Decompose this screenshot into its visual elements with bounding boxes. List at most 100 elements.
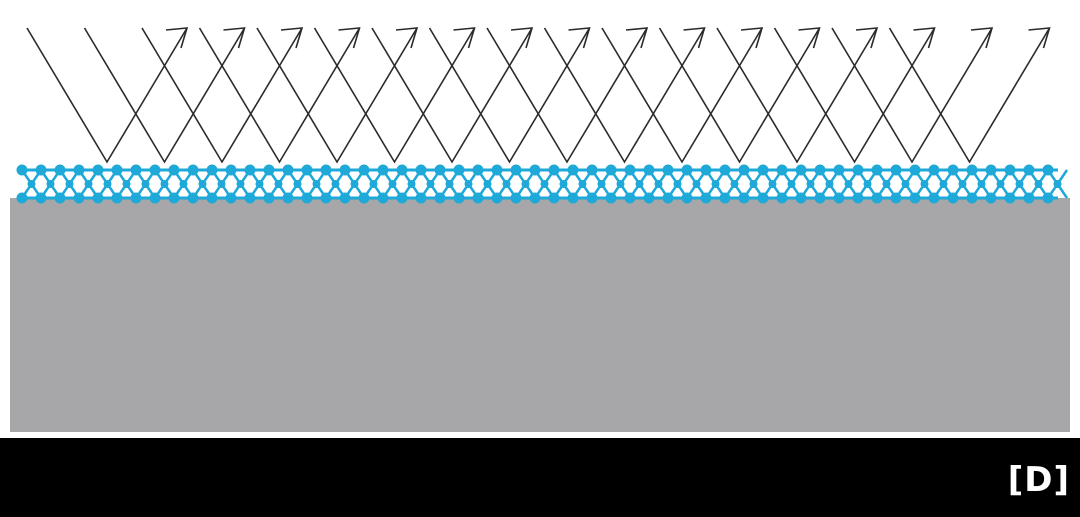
film-atom <box>624 164 636 176</box>
film-atom <box>160 180 169 188</box>
film-atom <box>890 164 902 176</box>
film-atom <box>73 192 85 204</box>
film-atom <box>559 180 568 188</box>
film-atom <box>662 164 674 176</box>
film-atom <box>635 180 644 188</box>
film-atom <box>776 192 788 204</box>
film-atom <box>92 192 104 204</box>
film-atom <box>700 192 712 204</box>
film-atom <box>111 192 123 204</box>
film-atom <box>369 180 378 188</box>
film-atom <box>548 164 560 176</box>
film-atom <box>130 164 142 176</box>
film-atom <box>757 164 769 176</box>
film-atom <box>282 164 294 176</box>
film-atom <box>586 192 598 204</box>
film-atom <box>654 180 663 188</box>
ray-arrowhead-icon <box>568 27 591 49</box>
film-atom <box>103 180 112 188</box>
film-atom <box>768 180 777 188</box>
film-atom <box>483 180 492 188</box>
film-atom <box>149 164 161 176</box>
film-atom <box>749 180 758 188</box>
film-atom <box>521 180 530 188</box>
ray-path <box>141 27 303 164</box>
film-atom <box>415 192 427 204</box>
film-atom <box>225 164 237 176</box>
film-atom <box>605 192 617 204</box>
film-atom <box>985 192 997 204</box>
ray-arrowhead-icon <box>453 27 476 49</box>
film-atom <box>719 164 731 176</box>
film-atom <box>472 164 484 176</box>
ray-path <box>601 27 763 164</box>
film-atom <box>377 164 389 176</box>
film-atom <box>1023 192 1035 204</box>
film-atom <box>719 192 731 204</box>
film-atom <box>472 192 484 204</box>
film-atom <box>206 192 218 204</box>
film-atom <box>415 164 427 176</box>
film-atom <box>947 164 959 176</box>
film-atom <box>339 192 351 204</box>
ray-arrowhead-icon <box>395 27 419 49</box>
film-atom <box>795 192 807 204</box>
film-atom <box>54 192 66 204</box>
ray-path <box>831 27 993 164</box>
film-atom <box>35 192 47 204</box>
ray-path <box>198 27 361 164</box>
film-atom <box>301 164 313 176</box>
film-atom <box>217 180 226 188</box>
film-atom <box>730 180 739 188</box>
film-atom <box>198 180 207 188</box>
film-atom <box>396 192 408 204</box>
film-atom <box>255 180 264 188</box>
ray-path <box>26 27 188 164</box>
ray-path <box>428 27 591 164</box>
ray-arrowhead-icon <box>683 27 706 49</box>
ray-arrowhead-icon <box>970 27 994 49</box>
ray-arrowhead-icon <box>625 27 649 49</box>
film-atom <box>1004 192 1016 204</box>
film-atom <box>179 180 188 188</box>
film-atom <box>358 164 370 176</box>
hexagonal-lattice-film <box>16 164 1069 204</box>
film-atom <box>510 192 522 204</box>
film-atom <box>844 180 853 188</box>
film-atom <box>293 180 302 188</box>
film-atom <box>757 192 769 204</box>
film-atom <box>225 192 237 204</box>
film-atom <box>263 164 275 176</box>
film-atom <box>806 180 815 188</box>
film-atom <box>738 192 750 204</box>
film-atom <box>852 192 864 204</box>
film-atom <box>985 164 997 176</box>
film-atom <box>700 164 712 176</box>
film-atom <box>852 164 864 176</box>
film-atom <box>977 180 986 188</box>
film-atom <box>825 180 834 188</box>
film-atom <box>502 180 511 188</box>
panel-label: [D] <box>1007 460 1070 500</box>
film-atom <box>434 192 446 204</box>
film-atom <box>301 192 313 204</box>
film-atom <box>149 192 161 204</box>
film-atom <box>453 164 465 176</box>
film-atom <box>312 180 321 188</box>
film-atom <box>681 164 693 176</box>
film-atom <box>882 180 891 188</box>
film-atom <box>122 180 131 188</box>
film-atom <box>168 192 180 204</box>
film-atom <box>244 192 256 204</box>
film-atom <box>187 164 199 176</box>
film-atom <box>46 180 55 188</box>
film-atom <box>795 164 807 176</box>
film-atom <box>377 192 389 204</box>
ray-arrowhead-icon <box>1028 27 1051 49</box>
film-atom <box>567 192 579 204</box>
film-atom <box>692 180 701 188</box>
film-atom <box>1034 180 1043 188</box>
film-atom <box>434 164 446 176</box>
ray-path <box>658 27 821 164</box>
